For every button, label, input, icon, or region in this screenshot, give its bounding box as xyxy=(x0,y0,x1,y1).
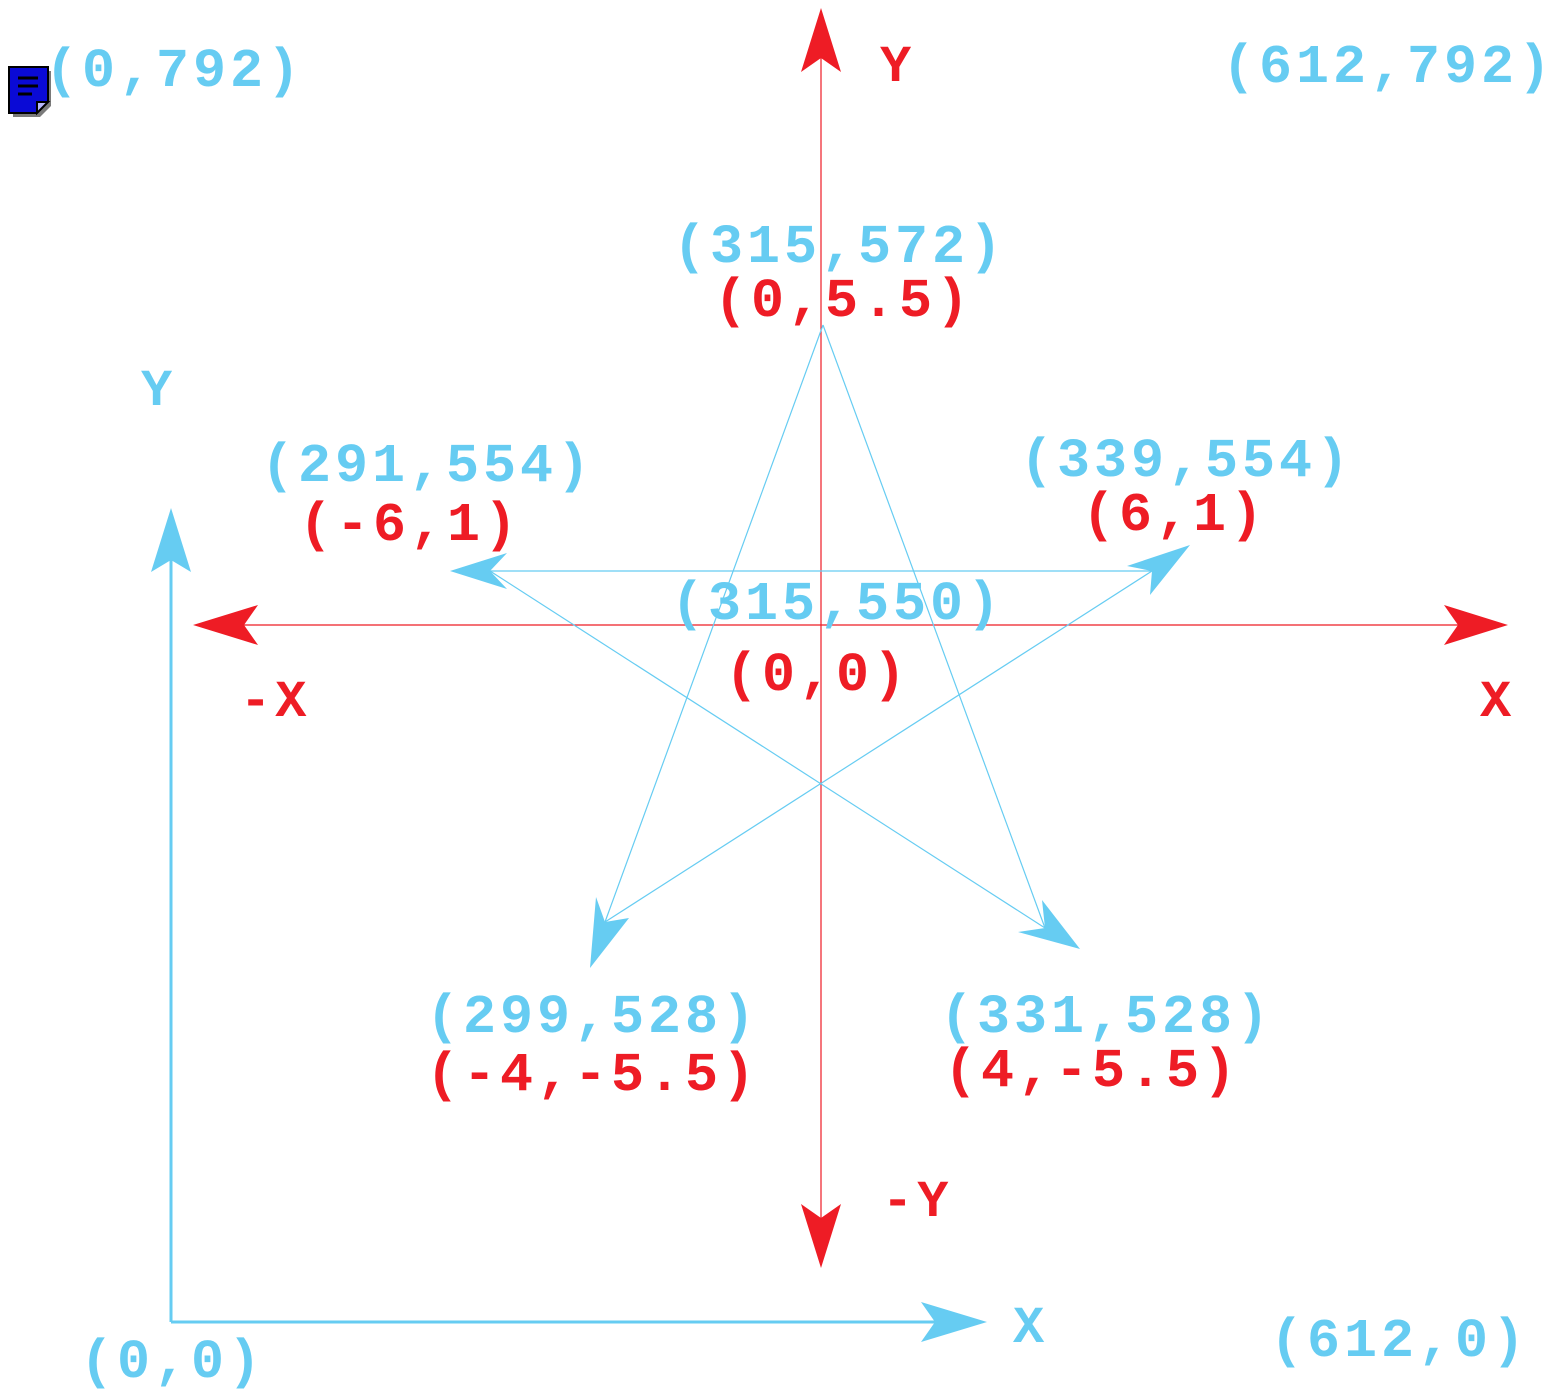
user-neg-x-label: -X xyxy=(240,673,310,732)
page-y-axis-label: Y xyxy=(141,362,176,421)
star-arrowhead-bottom-left xyxy=(590,897,629,968)
page-top-left-label: (0,792) xyxy=(45,40,304,103)
left-point-page-label: (291,554) xyxy=(261,435,594,498)
page-top-right-label: (612,792) xyxy=(1222,36,1555,99)
user-axes xyxy=(193,8,1508,1268)
star-arrowhead-right xyxy=(1127,545,1190,595)
star-arrowhead-left xyxy=(450,553,507,589)
bottom-left-point-page-label: (299,528) xyxy=(426,986,759,1049)
page-y-arrowhead xyxy=(151,508,191,572)
star-edge-top-to-bottom-right xyxy=(822,324,1046,929)
page-bottom-left-label: (0,0) xyxy=(80,1331,265,1394)
user-pos-x-label: X xyxy=(1480,673,1515,732)
user-pos-x-arrowhead xyxy=(1444,605,1508,645)
right-point-user-label: (6,1) xyxy=(1082,484,1267,547)
star-edge-bottom-left-to-top xyxy=(604,324,824,923)
star-arrowheads xyxy=(450,545,1190,968)
center-point-user-label: (0,0) xyxy=(725,644,910,707)
page-axes xyxy=(151,508,987,1342)
star-path xyxy=(489,324,1153,929)
center-point-page-label: (315,550) xyxy=(671,573,1004,636)
star-edge-right-to-bottom-left xyxy=(604,570,1153,923)
bottom-left-point-user-label: (-4,-5.5) xyxy=(426,1044,759,1107)
left-point-user-label: (-6,1) xyxy=(299,494,521,557)
user-pos-y-arrowhead xyxy=(801,8,841,72)
bottom-right-point-page-label: (331,528) xyxy=(940,986,1273,1049)
user-neg-y-arrowhead xyxy=(801,1204,841,1268)
note-icon[interactable] xyxy=(8,66,52,118)
page-bottom-right-label: (612,0) xyxy=(1270,1310,1529,1373)
user-pos-y-label: Y xyxy=(880,38,915,97)
user-neg-y-label: -Y xyxy=(882,1173,952,1232)
top-point-user-label: (0,5.5) xyxy=(714,270,973,333)
right-point-page-label: (339,554) xyxy=(1020,430,1353,493)
page-x-arrowhead xyxy=(921,1302,987,1342)
bottom-right-point-user-label: (4,-5.5) xyxy=(944,1040,1240,1103)
star-edge-bottom-right-to-left xyxy=(489,570,1046,929)
page-x-axis-label: X xyxy=(1013,1299,1048,1358)
top-point-page-label: (315,572) xyxy=(673,216,1006,279)
user-neg-x-arrowhead xyxy=(193,605,258,645)
star-arrowhead-bottom-right xyxy=(1018,900,1080,949)
